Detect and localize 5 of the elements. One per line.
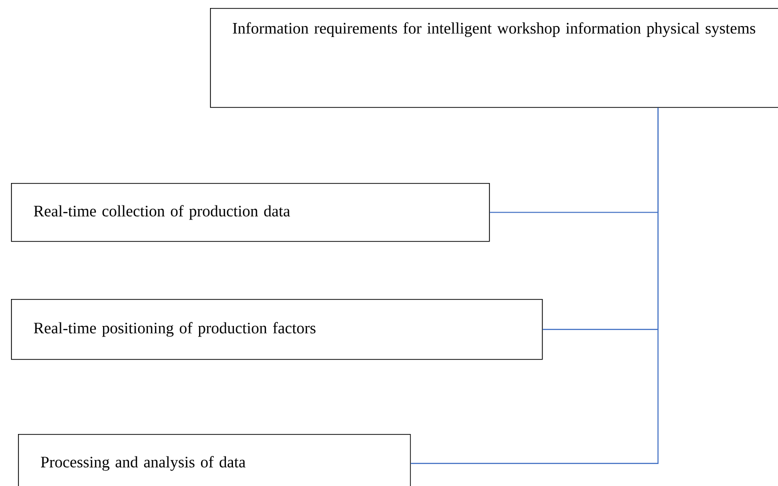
connector-line	[410, 108, 659, 464]
text-box: Real-time collection of production data	[11, 183, 490, 242]
text-box: Processing and analysis of data	[18, 434, 411, 486]
text-box: Real-time positioning of production factors	[11, 299, 543, 360]
text-box: Information requirements for intelligent workshop information physical systems	[210, 8, 778, 108]
